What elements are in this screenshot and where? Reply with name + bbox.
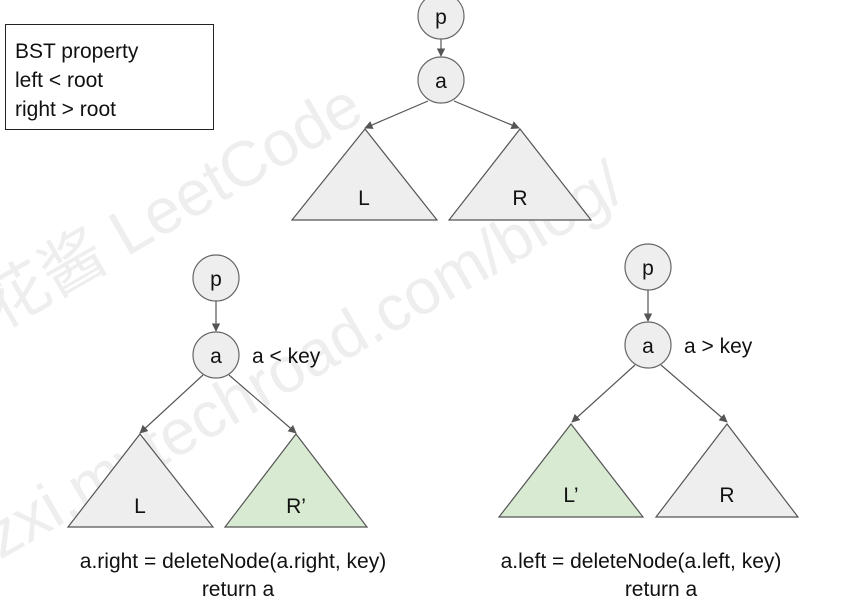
left-case-node-p <box>192 254 240 302</box>
top-subtree-left <box>290 128 439 221</box>
top-edge-a-right <box>453 100 520 129</box>
right-case-node-a <box>624 321 672 369</box>
left-case-edge-a-right <box>228 374 297 434</box>
right-case-condition: a > key <box>684 335 753 358</box>
left-case-tree: p a a < key L R’ a.right = deleteNode(a.… <box>66 254 386 601</box>
top-node-a <box>417 56 465 104</box>
right-case-node-a-label: a <box>642 335 654 358</box>
right-case-tree: p a a > key L’ R a.left = deleteNode(a.l… <box>497 243 800 601</box>
bst-property-left-rule: left < root <box>15 69 104 92</box>
right-case-subtree-right <box>654 423 800 518</box>
left-case-subtree-right-label: R’ <box>286 495 306 518</box>
left-case-node-p-label: p <box>210 268 222 291</box>
top-subtree-left-label: L <box>358 187 370 210</box>
left-case-node-a <box>192 331 240 379</box>
right-case-subtree-left-label: L’ <box>563 484 578 507</box>
top-subtree-right <box>447 128 593 221</box>
right-case-edge-a-right <box>660 364 728 423</box>
left-case-condition: a < key <box>252 345 321 368</box>
left-case-subtree-right-modified <box>223 433 369 528</box>
left-case-subtree-left-label: L <box>134 495 146 518</box>
right-case-subtree-left-modified <box>497 423 645 518</box>
left-case-subtree-left <box>66 433 215 528</box>
right-case-code-line2: return a <box>625 578 698 601</box>
right-case-node-p <box>624 243 672 291</box>
right-case-subtree-right-label: R <box>719 484 734 507</box>
right-case-code-line1: a.left = deleteNode(a.left, key) <box>501 550 782 573</box>
left-case-node-a-label: a <box>210 345 222 368</box>
bst-property-right-rule: right > root <box>15 98 116 121</box>
top-tree: p a L R <box>290 0 593 221</box>
left-case-edge-a-left <box>139 374 204 434</box>
right-case-edge-a-left <box>571 364 636 423</box>
top-node-p-label: p <box>435 6 447 29</box>
top-subtree-right-label: R <box>512 187 527 210</box>
top-node-a-label: a <box>435 70 447 93</box>
left-case-code-line2: return a <box>202 578 275 601</box>
top-edge-a-left <box>364 100 429 129</box>
bst-property-box: BST property left < root right > root <box>5 24 214 130</box>
right-case-node-p-label: p <box>642 257 654 280</box>
bst-property-title: BST property <box>15 40 139 63</box>
top-node-p <box>417 0 465 40</box>
left-case-code-line1: a.right = deleteNode(a.right, key) <box>80 550 386 573</box>
